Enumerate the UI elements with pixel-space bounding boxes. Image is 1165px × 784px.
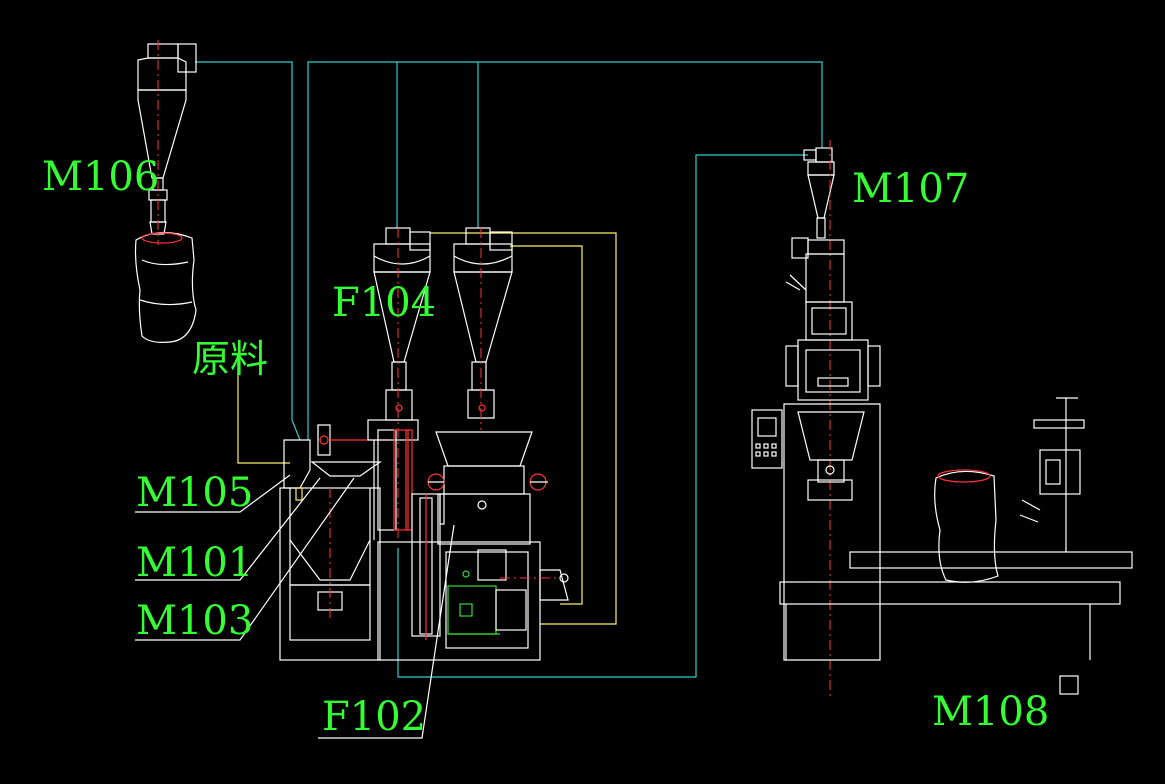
label-m103: M103	[136, 598, 253, 644]
label-m105: M105	[136, 470, 253, 516]
label-m106: M106	[42, 154, 159, 200]
label-f102: F102	[322, 694, 426, 740]
mill-assembly	[279, 419, 569, 661]
control-panel-buttons	[755, 443, 777, 457]
bag-m106	[134, 231, 197, 343]
cyclone-m106	[137, 40, 197, 245]
leader-lines	[135, 474, 455, 739]
label-m107: M107	[852, 166, 969, 212]
packing-machine-m108	[751, 237, 1133, 695]
cyan-pipes	[195, 61, 823, 678]
label-raw-material: 原料	[192, 337, 268, 381]
yellow-pipes	[237, 232, 617, 625]
cyclone-f104-right	[453, 227, 513, 419]
cyclone-m107	[803, 140, 835, 700]
label-f104: F104	[332, 280, 436, 326]
label-m108: M108	[932, 689, 1049, 735]
label-m101: M101	[136, 540, 253, 586]
